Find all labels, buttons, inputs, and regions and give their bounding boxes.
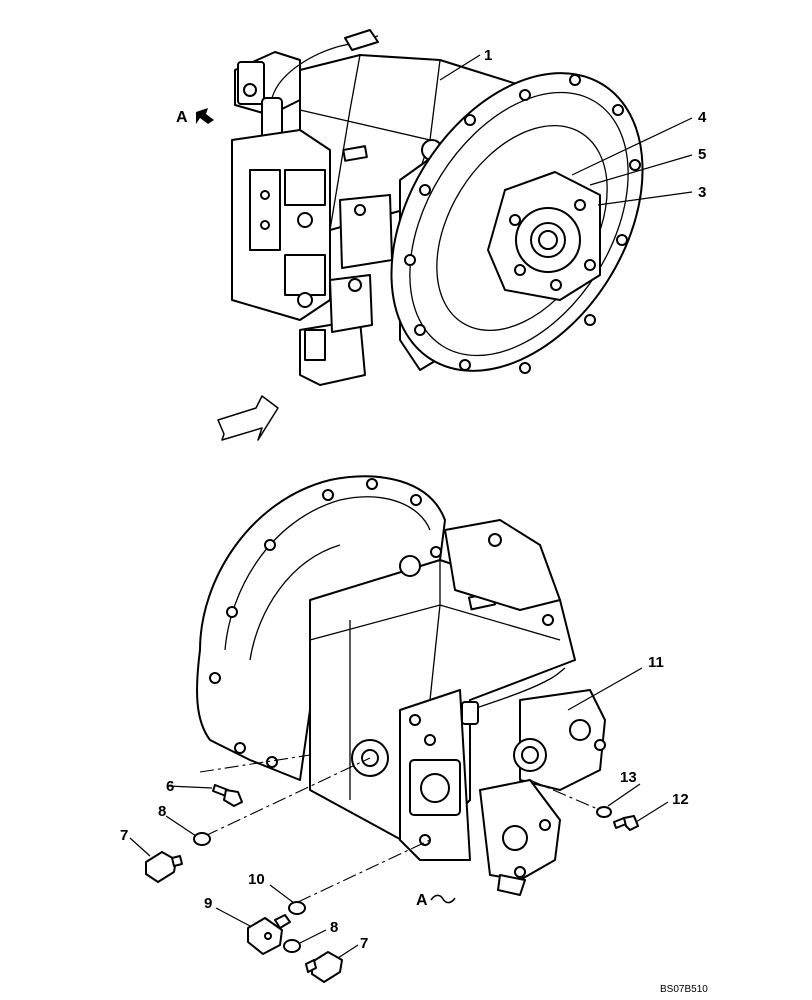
leader-5 bbox=[589, 154, 693, 186]
part-6-bolt bbox=[212, 784, 243, 807]
callout-12: 12 bbox=[672, 791, 689, 808]
part-10-o-ring bbox=[288, 901, 306, 915]
part-8-o-ring-upper bbox=[193, 832, 211, 846]
part-7-fitting-lower bbox=[305, 951, 343, 983]
hollow-arrow-icon bbox=[217, 395, 279, 441]
flywheel-housing-top bbox=[390, 72, 644, 374]
view-direction-arrow-icon bbox=[196, 108, 214, 124]
leader-6 bbox=[167, 785, 213, 789]
leader-7b bbox=[337, 944, 359, 959]
leader-10 bbox=[269, 884, 295, 904]
leader-1 bbox=[439, 54, 481, 81]
callout-11: 11 bbox=[648, 654, 664, 671]
assembly-line-13 bbox=[529, 779, 601, 811]
leader-11 bbox=[567, 667, 643, 711]
leader-8b bbox=[299, 929, 327, 944]
callout-13: 13 bbox=[620, 769, 637, 786]
callout-8-lower: 8 bbox=[330, 919, 338, 936]
part-9-plug bbox=[247, 914, 291, 955]
view-tilde-mark bbox=[430, 894, 456, 904]
callout-1: 1 bbox=[484, 47, 492, 64]
leader-9 bbox=[215, 907, 251, 927]
view-label-top: A bbox=[176, 109, 188, 126]
assembly-line-8a bbox=[204, 757, 371, 837]
callout-8-upper: 8 bbox=[158, 803, 166, 820]
part-12-bolt bbox=[613, 815, 639, 831]
leader-8a bbox=[165, 815, 197, 837]
part-7-fitting-upper bbox=[145, 851, 183, 883]
callout-10: 10 bbox=[248, 871, 265, 888]
callout-7-upper: 7 bbox=[120, 827, 128, 844]
leader-4 bbox=[571, 117, 693, 176]
callout-9: 9 bbox=[204, 895, 212, 912]
part-8-o-ring-lower bbox=[283, 939, 301, 953]
callout-7-lower: 7 bbox=[360, 935, 368, 952]
callout-6: 6 bbox=[166, 778, 174, 795]
leader-12 bbox=[635, 801, 669, 823]
part-13-washer bbox=[596, 806, 612, 818]
view-label-bottom: A bbox=[416, 892, 428, 909]
leader-7a bbox=[129, 837, 151, 857]
drawing-code: BS07B510 bbox=[660, 984, 708, 995]
callout-5: 5 bbox=[698, 146, 706, 163]
assembly-line-6 bbox=[199, 754, 311, 773]
leader-13 bbox=[607, 783, 641, 807]
leader-3 bbox=[597, 191, 693, 206]
callout-4: 4 bbox=[698, 109, 707, 126]
callout-3: 3 bbox=[698, 184, 706, 201]
